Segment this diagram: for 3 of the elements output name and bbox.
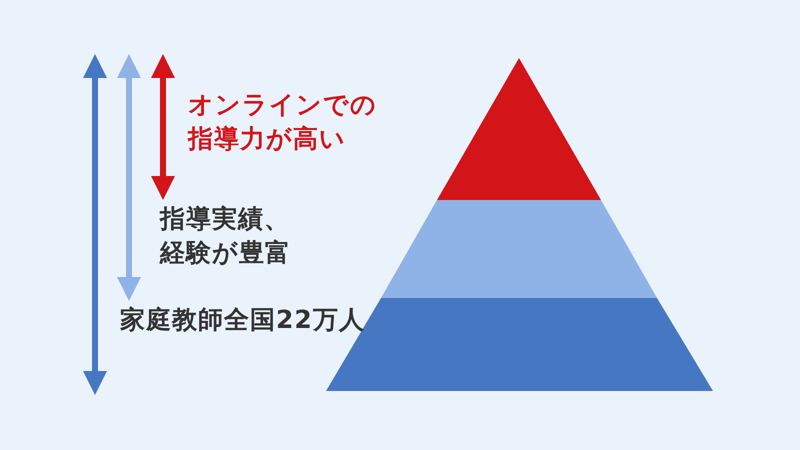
note-text: 指導実績、経験が豊富 (160, 203, 292, 269)
note-text: 家庭教師全国22万人 (120, 304, 365, 336)
note-text: オンラインでの指導力が高い (188, 89, 378, 155)
